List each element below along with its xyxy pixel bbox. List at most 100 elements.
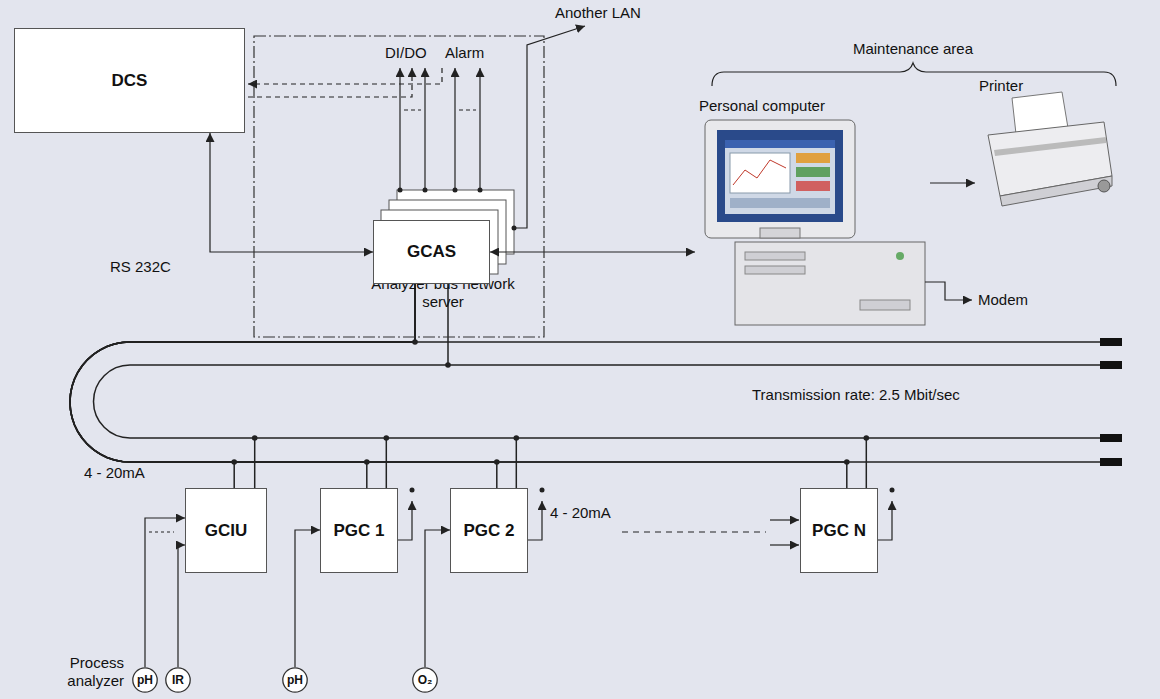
connector [210,133,373,252]
input-arrow [770,519,799,520]
lan-line [514,26,585,228]
node-label: pH [287,673,303,687]
input-arrow [770,544,799,545]
analyzer-circle: pH [132,667,158,693]
interface-box: GCIU [185,488,267,573]
bus-terminator [1100,361,1122,369]
output-dot [540,488,545,493]
printer-illustration [994,137,1106,156]
contact-line [454,68,455,190]
computer-illustration [796,153,830,163]
output-arrow [398,501,412,540]
annotation-label: Transmission rate: 2.5 Mbit/sec [752,386,960,404]
server-region: Analyzer bus network serverGCAS [253,35,545,338]
annotation-label: 4 - 20mA [84,464,145,482]
computer-illustration [796,167,830,177]
contact-line [459,109,476,110]
circle-outline [413,668,437,692]
analyzer-circle: O₂ [412,667,438,693]
region-outline [253,35,545,338]
printer-illustration [1098,180,1110,192]
bus-line [70,342,1100,462]
connector [425,530,450,667]
bus-drop [866,438,868,488]
node-label: Printer [975,75,1115,94]
bus-dot [252,435,258,441]
area-bracket [712,63,1116,86]
connector [490,251,695,252]
computer-illustration [730,198,830,208]
circle-outline [133,668,157,692]
computer-illustration [860,300,910,310]
output-dot [890,488,895,493]
bus-drop [386,438,388,488]
annotation-label: Process analyzer [40,654,124,690]
bus-terminator [1100,338,1122,466]
edge-label: RS 232C [110,258,171,276]
computer-illustration [733,160,786,185]
computer-illustration [705,120,925,325]
node-label: O₂ [418,673,433,687]
printer-illustration [988,92,1112,206]
bus-dot [445,362,451,368]
node-label: IR [172,673,184,687]
bus-dot [864,435,870,441]
more-line [149,531,174,532]
annotation-label: DI/DO [385,44,427,62]
printer-node: Printer [975,75,1115,210]
contact-dot [453,188,458,193]
dcs-signal-line [248,68,412,97]
region-outline [254,36,544,337]
computer-node: Personal computer [695,95,930,330]
bus-terminator [1100,338,1122,346]
computer-illustration [745,252,805,260]
computer-illustration [796,181,830,191]
contact-line [424,68,425,190]
chromatograph-box: PGC N [800,488,878,573]
contact-dot [423,188,428,193]
analyzer-circle: pH [282,667,308,693]
connector [145,518,185,667]
annotation-label: Alarm [445,44,484,62]
computer-illustration [725,140,835,214]
node-label: PGC 1 [333,521,384,541]
bus-line [70,342,1100,462]
printer-illustration [1000,176,1112,206]
circle-outline [166,668,190,692]
dcs-box: DCS [14,28,245,133]
bus-line [94,365,1101,438]
connector [70,284,497,488]
computer-illustration [730,153,790,193]
server-box: GCAS [373,220,490,284]
node-label: Personal computer [695,95,930,114]
annotation-label: 4 - 20mA [550,504,611,522]
computer-illustration [717,130,843,222]
connector [295,530,320,667]
modem-line [925,282,972,300]
annotation-label: Modem [978,291,1028,309]
dcs-signal-line [248,68,442,97]
node-label: GCAS [407,242,456,262]
node-label: PGC 2 [463,521,514,541]
bus-terminator [1100,458,1122,466]
connector [70,284,415,488]
connector [178,545,185,667]
output-arrow [528,501,542,540]
annotation-label: Another LAN [555,4,641,22]
connector [930,182,975,183]
circle-outline [283,668,307,692]
connector [70,284,415,488]
chromatograph-box: PGC 2 [450,488,528,573]
analyzer-circle: IR [165,667,191,693]
area-bracket [712,63,1116,86]
contact-dot [398,188,403,193]
computer-illustration [760,228,800,238]
bus-drop [254,438,256,488]
computer-illustration [705,120,855,238]
modem-line [925,282,972,300]
more-line [622,531,766,532]
computer-illustration [735,242,925,325]
lan-line [514,26,585,228]
annotation-label: Maintenance area [800,40,1026,58]
